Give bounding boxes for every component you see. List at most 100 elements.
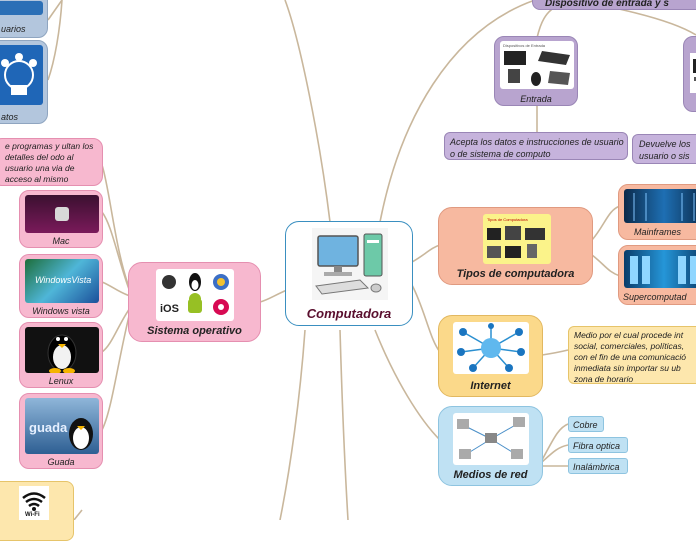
node-fibra-optica[interactable]: Fibra optica: [568, 437, 628, 453]
entrada-image-caption: Dispositivos de Entrada: [503, 43, 546, 48]
wifi-icon: [19, 486, 49, 520]
node-entrada-desc[interactable]: Acepta los datos e instrucciones de usua…: [444, 132, 628, 160]
link-medios-cobre: [541, 423, 569, 461]
node-medios-label: Medios de red: [453, 469, 528, 481]
globe-network-icon: [457, 323, 525, 372]
entrada-desc-text: Acepta los datos e instrucciones de usua…: [450, 137, 624, 159]
salida-desc-line1: Devuelve los: [639, 139, 691, 149]
node-entrada[interactable]: Dispositivos de Entrada Entrada: [494, 36, 578, 106]
link-tipos-super: [591, 254, 621, 277]
node-so-description[interactable]: e programas y ultan los detalles del odo…: [0, 138, 103, 186]
computer-image: [312, 228, 388, 300]
link-wifi: [73, 509, 83, 520]
node-mainframes[interactable]: Mainframes: [618, 184, 696, 240]
link-so-lenux: [101, 307, 131, 353]
node-computadora-label: Computadora: [306, 306, 392, 321]
node-windows-vista[interactable]: WindowsVista Windows vista: [19, 254, 103, 318]
link-center-dispositivos: [379, 0, 536, 223]
node-internet-label: Internet: [470, 380, 511, 392]
node-dispositivos[interactable]: Dispositivo de entrada y s: [532, 0, 696, 10]
medios-image: [453, 413, 529, 465]
guada-logo-text: guada: [29, 420, 68, 435]
windows-vista-image: WindowsVista: [25, 259, 99, 303]
node-cobre[interactable]: Cobre: [568, 416, 604, 432]
apple-icon: [162, 275, 176, 289]
link-left-datos: [47, 0, 63, 81]
keyboard-icon: [538, 51, 570, 65]
tablet-icon: [548, 71, 570, 85]
link-center-bottom: [279, 329, 306, 520]
debian-icon: [213, 299, 229, 315]
windows-icon: [213, 274, 229, 290]
node-internet-desc[interactable]: Medio por el cual procede int social, co…: [568, 326, 696, 384]
link-center-top: [284, 0, 331, 223]
link-so-desc: [101, 164, 131, 291]
monitor-icon: [504, 51, 526, 65]
node-salida-desc[interactable]: Devuelve los usuario o sis: [632, 134, 696, 164]
tipos-image-caption: Tipos de Computadora: [487, 217, 528, 222]
node-supercomputadora-label: Supercomputad: [623, 292, 687, 302]
guada-image: guada: [25, 398, 99, 454]
link-so-windows: [101, 281, 131, 297]
node-internet[interactable]: Internet: [438, 315, 543, 397]
ios-icon: iOS: [160, 303, 179, 315]
android-icon: [188, 293, 202, 313]
node-sistema-operativo-label: Sistema operativo: [147, 325, 242, 337]
link-so-mac: [101, 211, 131, 293]
node-usuarios[interactable]: uarios: [0, 0, 48, 38]
computer-icon: [312, 228, 388, 300]
link-left-usuarios: [47, 0, 63, 21]
link-so-guada: [101, 311, 131, 431]
node-mainframes-label: Mainframes: [634, 227, 682, 237]
node-tipos-label: Tipos de computadora: [456, 268, 575, 280]
guada-penguin-icon: [69, 418, 93, 450]
svg-text:iOS: iOS: [160, 303, 179, 315]
node-tipos-computadora[interactable]: Tipos de Computadora Tipos de computador…: [438, 207, 593, 285]
link-center-tipos: [411, 244, 441, 263]
node-inalambrica-label: Inalámbrica: [573, 462, 620, 472]
tux-icon: [47, 334, 77, 374]
so-description-text: e programas y ultan los detalles del odo…: [5, 141, 94, 184]
datos-image: [0, 45, 43, 105]
node-computadora[interactable]: Computadora: [285, 221, 413, 326]
network-diagram-icon: [457, 417, 525, 459]
linux-tux-image: [25, 327, 99, 374]
windows-logo-text: WindowsVista: [35, 275, 92, 285]
salida-image: [690, 53, 696, 93]
node-guada[interactable]: guada Guada: [19, 393, 103, 469]
node-windows-vista-label: Windows vista: [32, 306, 90, 316]
node-salida[interactable]: [683, 36, 696, 112]
link-center-so: [259, 289, 288, 303]
mouse-icon: [531, 72, 541, 86]
usuarios-image: [0, 1, 43, 15]
node-guada-label: Guada: [47, 457, 75, 467]
link-tipos-mainframes: [591, 205, 621, 241]
internet-image: [453, 322, 529, 374]
link-medios-fibra: [541, 444, 569, 463]
node-inalambrica[interactable]: Inalámbrica: [568, 458, 628, 474]
so-logos-image: iOS: [156, 269, 234, 321]
node-medios-red[interactable]: Medios de red: [438, 406, 543, 486]
node-usuarios-label: uarios: [1, 24, 26, 34]
wifi-text: Wi-Fi: [25, 512, 40, 518]
link-center-internet: [411, 284, 441, 353]
node-sistema-operativo[interactable]: iOS Sistema operativo: [128, 262, 261, 342]
node-lenux[interactable]: Lenux: [19, 322, 103, 388]
link-center-medios: [374, 329, 441, 441]
mainframes-image: [624, 189, 696, 223]
node-wifi[interactable]: Wi-Fi: [0, 481, 74, 541]
node-supercomputadora[interactable]: Supercomputad: [618, 245, 696, 305]
supercomputadora-image: [624, 250, 696, 288]
mind-map-links: [47, 0, 696, 520]
internet-desc-text: Medio por el cual procede int social, co…: [574, 330, 686, 384]
node-lenux-label: Lenux: [48, 376, 74, 386]
node-mac-label: Mac: [52, 236, 70, 246]
node-datos[interactable]: atos: [0, 40, 48, 124]
tipos-image: Tipos de Computadora: [483, 214, 551, 264]
node-entrada-label: Entrada: [520, 94, 552, 104]
mac-image: [25, 195, 99, 233]
link-center-bottom2: [339, 329, 349, 520]
entrada-image: Dispositivos de Entrada: [500, 41, 574, 89]
node-mac[interactable]: Mac: [19, 190, 103, 248]
node-dispositivos-label: Dispositivo de entrada y s: [545, 0, 669, 9]
